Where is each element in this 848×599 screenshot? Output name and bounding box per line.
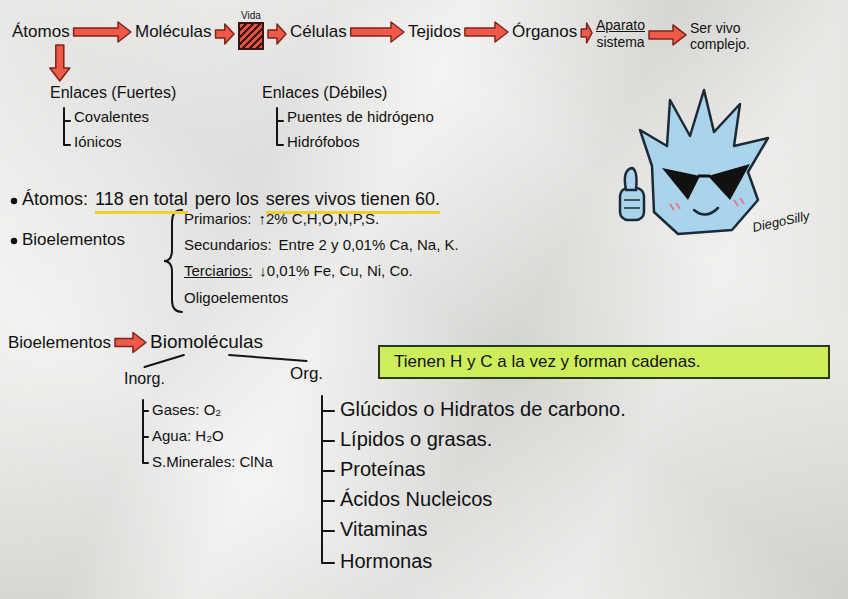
branch-word: Org. (290, 364, 323, 384)
node-text: sistema (596, 34, 645, 51)
branch-line (144, 355, 183, 367)
node-text: Órganos (512, 22, 577, 42)
flow-step: Tejidos (408, 22, 461, 42)
note-text: Glúcidos o Hidratos de carbono. (340, 398, 626, 421)
hatched-box: Vida (238, 10, 264, 50)
node-text: Vida (238, 10, 264, 21)
note-text: Iónicos (74, 133, 122, 150)
note-text: Entre 2 y 0,01% Ca, Na, K. (279, 236, 459, 253)
text-row: Lípidos o grasas. (340, 428, 492, 451)
note-text: DiegoSilly (751, 208, 811, 235)
note-text: S.Minerales: ClNa (152, 453, 273, 470)
bracket (143, 400, 148, 463)
node-text: Átomos (12, 22, 70, 42)
note-text: Covalentes (74, 108, 149, 125)
flow-step: Moléculas (135, 22, 212, 42)
node-text: Tejidos (408, 22, 461, 42)
note-text: Puentes de hidrógeno (287, 108, 434, 125)
note-box: Tienen H y C a la vez y forman cadenas. (378, 345, 830, 379)
curly-brace (164, 210, 182, 312)
note-text: Hormonas (340, 550, 432, 573)
text-row: Puentes de hidrógeno (287, 108, 434, 125)
note-text: Bioelementos (22, 230, 125, 250)
note-text: Ácidos Nucleicos (340, 488, 492, 511)
node-text: Células (290, 22, 347, 42)
block-arrow (115, 333, 146, 353)
text-row: Hidrófobos (287, 133, 360, 150)
node-text: Ser vivo complejo. (690, 20, 772, 52)
note-text: 118 en total (95, 189, 188, 214)
hatch-square (238, 22, 264, 50)
note-text: Primarios: (184, 210, 252, 227)
branch-line (229, 355, 306, 361)
block-arrow (50, 45, 70, 81)
bracket (64, 108, 70, 145)
bullet (11, 238, 17, 244)
flow-step: Átomos (12, 22, 70, 42)
note-text: Gases: O₂ (152, 401, 221, 418)
note-text: Agua: H₂O (152, 427, 224, 444)
text-row: Glúcidos o Hidratos de carbono. (340, 398, 626, 421)
block-arrow (465, 22, 508, 42)
node-text: Biomoléculas (150, 331, 263, 353)
text-row: Terciarios: ↓0,01% Fe, Cu, Ni, Co. (184, 262, 413, 279)
topic-word: Bioelementos (8, 333, 111, 353)
node-text: Bioelementos (8, 333, 111, 353)
text-row: S.Minerales: ClNa (152, 453, 273, 470)
text-row: Enlaces (Débiles) (262, 84, 387, 102)
block-arrow (216, 24, 235, 44)
text-row: Oligoelementos (184, 289, 288, 306)
text-row: Primarios: ↑2% C,H,O,N,P,S. (184, 210, 379, 227)
node-text: Enlaces (Fuertes) (50, 84, 176, 102)
block-arrow (268, 24, 286, 44)
bullet (11, 198, 17, 204)
node-text: Inorg. (124, 370, 165, 388)
node-text: Org. (290, 364, 323, 384)
block-arrow (581, 23, 592, 43)
flow-step: Aparatosistema (596, 17, 645, 51)
text-row: Agua: H₂O (152, 427, 224, 444)
note-text: Proteínas (340, 458, 426, 481)
note-text: Vitaminas (340, 518, 427, 541)
node-text: Tienen H y C a la vez y forman cadenas. (394, 352, 814, 372)
note-text: Enlaces (Débiles) (262, 84, 387, 102)
flow-step: Células (290, 22, 347, 42)
bracket (322, 396, 334, 563)
note-text: Hidrófobos (287, 133, 360, 150)
text-row: Proteínas (340, 458, 426, 481)
text-row: Covalentes (74, 108, 149, 125)
note-text: Terciarios: (184, 262, 252, 279)
text-row: Vitaminas (340, 518, 427, 541)
node-text: Moléculas (135, 22, 212, 42)
block-arrow (649, 25, 686, 45)
bracket (277, 108, 283, 145)
text-row: Bioelementos (22, 230, 125, 250)
text-row: Gases: O₂ (152, 401, 221, 418)
note-text: ↑2% C,H,O,N,P,S. (259, 210, 380, 227)
note-text: pero los (195, 189, 259, 210)
text-row: Hormonas (340, 550, 432, 573)
bond-heading: Enlaces (Fuertes) (50, 84, 176, 102)
topic-word: Biomoléculas (150, 331, 263, 353)
note-text: ↓0,01% Fe, Cu, Ni, Co. (259, 262, 412, 279)
note-text: Átomos: (22, 189, 88, 210)
text-row: Secundarios: Entre 2 y 0,01% Ca, Na, K. (184, 236, 459, 253)
block-arrow (74, 22, 131, 42)
flow-step: Ser vivo complejo. (690, 20, 772, 52)
text-row: Iónicos (74, 133, 122, 150)
text-row: Ácidos Nucleicos (340, 488, 492, 511)
branch-word: Inorg. (124, 370, 165, 388)
note-text: Lípidos o grasas. (340, 428, 492, 451)
flow-step: Órganos (512, 22, 577, 42)
note-text: Secundarios: (184, 236, 272, 253)
node-text: Aparato (596, 17, 645, 34)
note-text: Oligoelementos (184, 289, 288, 306)
text-row: DiegoSilly (751, 208, 811, 235)
cartoon-character (620, 90, 768, 234)
block-arrow (351, 22, 404, 42)
